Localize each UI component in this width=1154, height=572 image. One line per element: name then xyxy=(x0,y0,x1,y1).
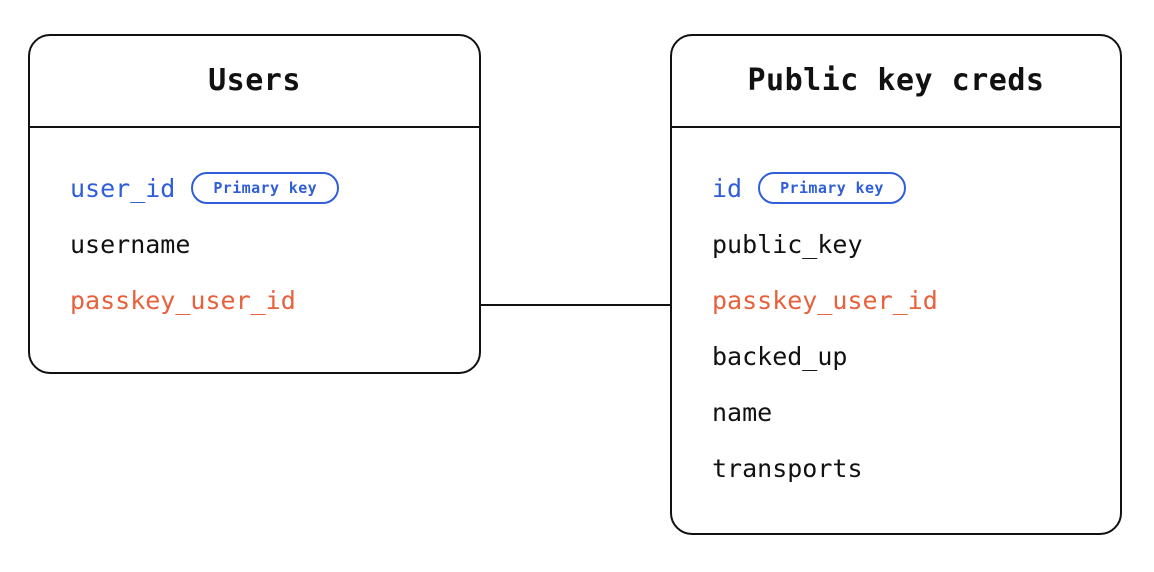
field-row-name[interactable]: name xyxy=(712,384,1120,440)
field-row-public-key[interactable]: public_key xyxy=(712,216,1120,272)
entity-header-public-key-creds: Public key creds xyxy=(672,36,1120,128)
field-name-name: name xyxy=(712,397,773,427)
field-row-passkey-user-id-users[interactable]: passkey_user_id xyxy=(70,272,479,328)
field-name-transports: transports xyxy=(712,453,863,483)
field-name-backed-up: backed_up xyxy=(712,341,848,371)
field-row-username[interactable]: username xyxy=(70,216,479,272)
field-name-id: id xyxy=(712,173,743,203)
field-row-backed-up[interactable]: backed_up xyxy=(712,328,1120,384)
field-name-passkey-user-id: passkey_user_id xyxy=(712,285,938,315)
field-row-passkey-user-id-pkc[interactable]: passkey_user_id xyxy=(712,272,1120,328)
entity-title-users: Users xyxy=(208,63,301,98)
field-name-passkey-user-id: passkey_user_id xyxy=(70,285,296,315)
field-name-public-key: public_key xyxy=(712,229,863,259)
entity-field-list-users: user_id Primary key username passkey_use… xyxy=(30,128,479,372)
primary-key-badge-public-key-creds: Primary key xyxy=(758,172,906,204)
field-row-transports[interactable]: transports xyxy=(712,440,1120,496)
entity-box-users[interactable]: Users user_id Primary key username passk… xyxy=(28,34,481,374)
field-name-user-id: user_id xyxy=(70,173,176,203)
primary-key-badge-label: Primary key xyxy=(213,178,318,197)
entity-field-list-public-key-creds: id Primary key public_key passkey_user_i… xyxy=(672,128,1120,533)
primary-key-badge-label: Primary key xyxy=(780,178,884,197)
entity-title-public-key-creds: Public key creds xyxy=(747,63,1045,98)
field-name-username: username xyxy=(70,229,191,259)
field-row-user-id[interactable]: user_id Primary key xyxy=(70,160,479,216)
primary-key-badge-users: Primary key xyxy=(191,172,340,204)
entity-header-users: Users xyxy=(30,36,479,128)
entity-box-public-key-creds[interactable]: Public key creds id Primary key public_k… xyxy=(670,34,1122,535)
relationship-connector-line xyxy=(479,304,672,306)
field-row-id[interactable]: id Primary key xyxy=(712,160,1120,216)
